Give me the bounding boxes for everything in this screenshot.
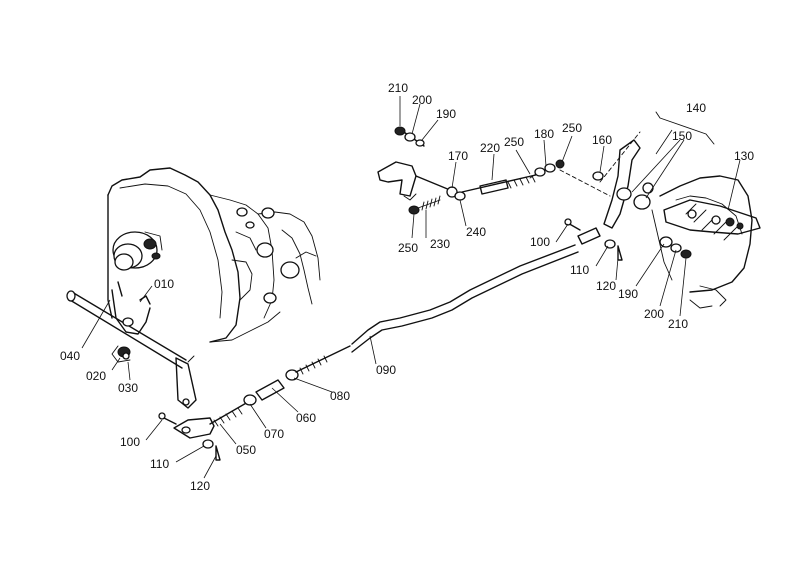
callout-070: 070 xyxy=(264,427,284,441)
callout-090: 090 xyxy=(376,363,396,377)
callout-120-lower: 120 xyxy=(190,479,210,493)
callout-210-right: 210 xyxy=(668,317,688,331)
callout-200-top: 200 xyxy=(412,93,432,107)
transmission-housing xyxy=(107,167,321,343)
callout-020: 020 xyxy=(86,369,106,383)
callout-190-right: 190 xyxy=(618,287,638,301)
callout-230: 230 xyxy=(430,237,450,251)
callout-labels: 010 020 030 040 050 060 070 080 090 100 … xyxy=(60,81,754,493)
callout-040: 040 xyxy=(60,349,80,363)
right-housing xyxy=(651,111,761,309)
callout-180: 180 xyxy=(534,127,554,141)
callout-010: 010 xyxy=(154,277,174,291)
callout-250-mid: 250 xyxy=(504,135,524,149)
callout-120-upper: 120 xyxy=(596,279,616,293)
callout-160: 160 xyxy=(592,133,612,147)
callout-100-lower: 100 xyxy=(120,435,140,449)
lower-linkage xyxy=(158,345,351,461)
callout-060: 060 xyxy=(296,411,316,425)
shift-shaft-assembly xyxy=(66,281,197,409)
callout-140: 140 xyxy=(686,101,706,115)
callout-190-top: 190 xyxy=(436,107,456,121)
callout-100-upper: 100 xyxy=(530,235,550,249)
callout-220: 220 xyxy=(480,141,500,155)
leader-lines xyxy=(81,96,741,479)
callout-240: 240 xyxy=(466,225,486,239)
callout-210-top: 210 xyxy=(388,81,408,95)
callout-200-right: 200 xyxy=(644,307,664,321)
callout-250-right: 250 xyxy=(562,121,582,135)
callout-080: 080 xyxy=(330,389,350,403)
callout-150: 150 xyxy=(672,129,692,143)
callout-110-lower: 110 xyxy=(150,457,169,471)
callout-130: 130 xyxy=(734,149,754,163)
upper-linkage xyxy=(377,126,654,261)
callout-050: 050 xyxy=(236,443,256,457)
callout-250-left: 250 xyxy=(398,241,418,255)
callout-170: 170 xyxy=(448,149,468,163)
callout-030: 030 xyxy=(118,381,138,395)
callout-110-upper: 110 xyxy=(570,263,589,277)
long-rod xyxy=(351,244,579,353)
